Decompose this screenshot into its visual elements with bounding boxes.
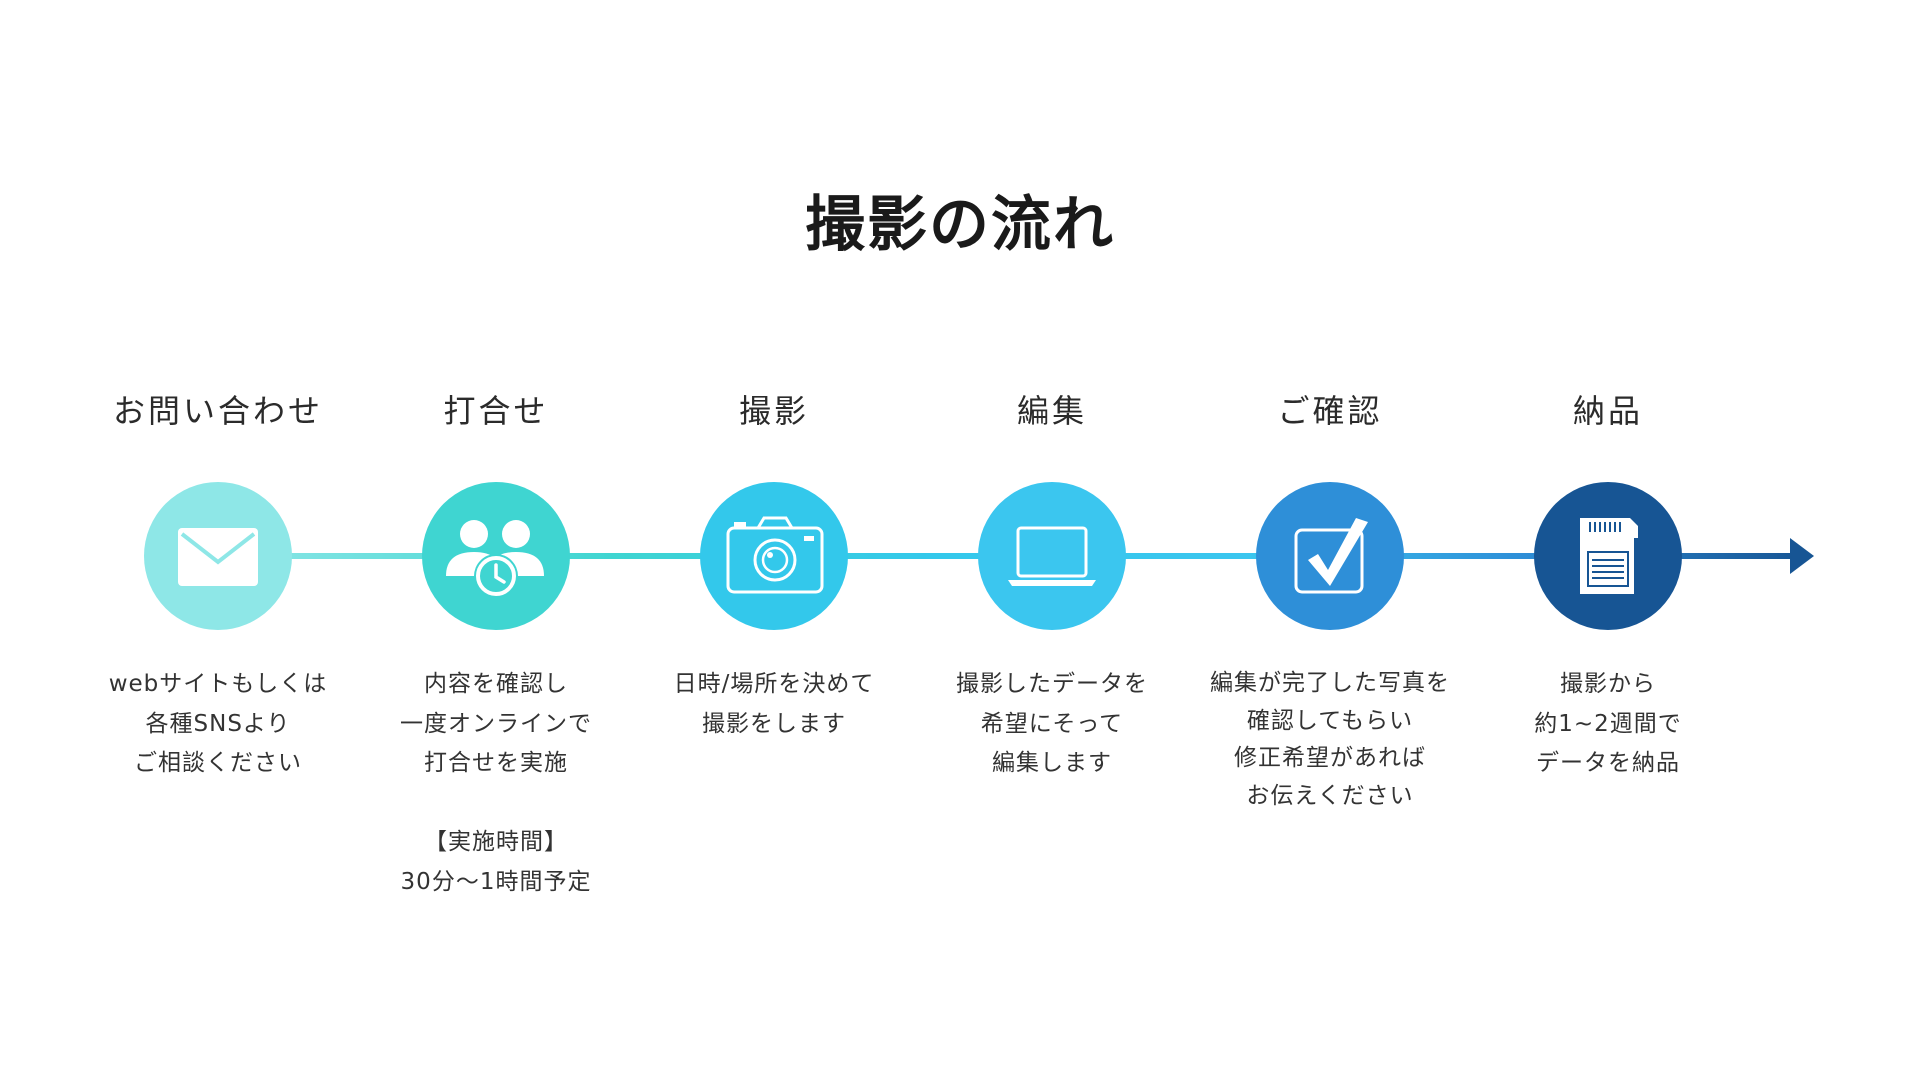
step-title-inquiry: お問い合わせ — [112, 392, 323, 430]
laptop-icon — [1008, 526, 1096, 586]
step-desc-editing: 撮影したデータを 希望にそって 編集します — [902, 665, 1202, 784]
step-desc-shooting: 日時/場所を決めて 撮影をします — [624, 665, 924, 744]
step-title-meeting: 打合せ — [443, 392, 549, 430]
step-desc-delivery: 撮影から 約1~2週間で データを納品 — [1458, 665, 1758, 784]
camera-icon — [726, 516, 824, 594]
checkbox-icon — [1294, 518, 1368, 594]
desc-line: 【実施時間】 — [424, 829, 568, 855]
step-desc-inquiry: webサイトもしくは 各種SNSより ご相談ください — [68, 665, 368, 784]
step-circle-delivery — [1534, 482, 1682, 630]
page-title: 撮影の流れ — [805, 190, 1115, 260]
desc-line: ご相談ください — [134, 750, 302, 776]
desc-line: データを納品 — [1536, 750, 1680, 776]
step-circle-shooting — [700, 482, 848, 630]
desc-line: 30分〜1時間予定 — [400, 868, 592, 895]
desc-line: 約1~2週間で — [1534, 710, 1682, 737]
desc-line: 希望にそって — [980, 710, 1124, 737]
step-title-delivery: 納品 — [1572, 392, 1643, 430]
meeting-clock-icon — [446, 520, 544, 598]
step-title-review: ご確認 — [1277, 392, 1383, 430]
desc-line: 編集が完了した写真を — [1210, 670, 1450, 696]
step-circle-review — [1256, 482, 1404, 630]
desc-gap — [346, 784, 646, 824]
desc-line: 編集します — [992, 750, 1112, 776]
desc-line: 各種SNSより — [145, 710, 291, 737]
flow-arrow-head — [1790, 538, 1814, 574]
sd-card-icon — [1580, 518, 1638, 594]
desc-line: 確認してもらい — [1246, 707, 1414, 734]
desc-line: 撮影から — [1560, 671, 1656, 697]
desc-line: お伝えください — [1246, 782, 1414, 809]
step-circle-editing — [978, 482, 1126, 630]
desc-line: 撮影したデータを — [956, 671, 1148, 697]
desc-line: 打合せを実施 — [424, 750, 568, 776]
step-circle-inquiry — [144, 482, 292, 630]
desc-line: 撮影をします — [702, 710, 846, 737]
step-desc-review: 編集が完了した写真を 確認してもらい 修正希望があれば お伝えください — [1180, 665, 1480, 815]
desc-line: 一度オンラインで — [400, 710, 592, 737]
envelope-icon — [178, 528, 258, 586]
desc-line: 修正希望があれば — [1234, 745, 1426, 771]
step-title-shooting: 撮影 — [738, 392, 809, 430]
desc-line: 日時/場所を決めて — [673, 671, 875, 697]
desc-line: 内容を確認し — [424, 671, 568, 697]
step-desc-meeting: 内容を確認し 一度オンラインで 打合せを実施 【実施時間】 30分〜1時間予定 — [346, 665, 646, 902]
step-circle-meeting — [422, 482, 570, 630]
step-title-editing: 編集 — [1016, 392, 1087, 430]
desc-line: webサイトもしくは — [108, 671, 328, 697]
